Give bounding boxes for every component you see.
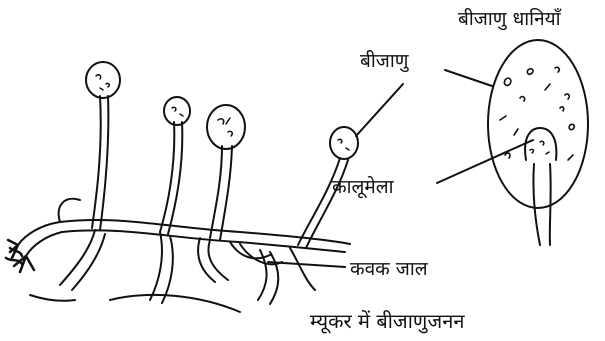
label-hyphae: कवक जाल	[350, 260, 428, 279]
label-sporangium: बीजाणु धानियाँ	[458, 10, 561, 29]
label-columella: कालूमेला	[332, 178, 394, 197]
enlarged-sporangium	[488, 40, 588, 245]
figure-caption: म्यूकर में बीजाणुजनन	[310, 311, 464, 331]
mycelium-hyphae	[6, 199, 350, 312]
label-spore: बीजाणु	[360, 52, 409, 71]
sporangia	[86, 62, 358, 159]
